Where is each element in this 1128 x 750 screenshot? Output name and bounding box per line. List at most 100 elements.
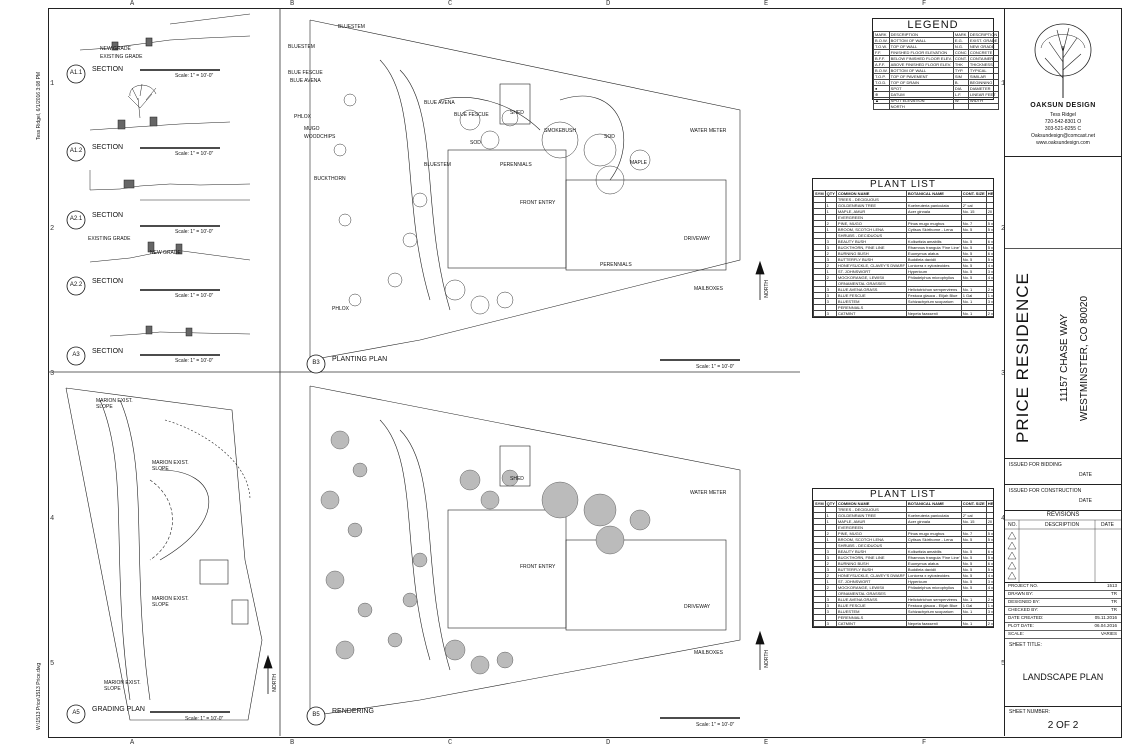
plant-list-header-cell: CONT. SIZE [960, 500, 987, 507]
legend-cell: MARK [952, 31, 969, 38]
plant-list-cell: No. 1 [960, 316, 987, 317]
project-meta-label: PROJECT NO. [1008, 583, 1039, 588]
plant-list-cell: 2 x 2 [985, 596, 993, 603]
plant-list-cell: Cytisus Skirthorne - Lena [905, 226, 962, 233]
label-sod-2: SOD [470, 140, 481, 146]
revisions-col-description: DESCRIPTION [1045, 522, 1080, 528]
plant-list-cell: 4 x 4 [985, 584, 993, 591]
firm-block: OAKSUN DESIGN Tess Ridgel 720-542-8301 O… [1005, 8, 1121, 157]
grid-row-2: 2 [50, 225, 55, 233]
sheet-title-label: SHEET TITLE: [1009, 642, 1042, 648]
detail-scale-b5: Scale: 1" = 10'-0" [696, 722, 735, 728]
project-meta-row: CHECKED BY:TR [1005, 606, 1121, 615]
plant-list-cell: 5 x 2 [985, 554, 993, 561]
label-mailboxes: MAILBOXES [694, 286, 723, 292]
grid-col-f-bottom: F [922, 739, 927, 747]
detail-id-a2-1: A2.1 [69, 216, 83, 222]
legend-cell: NEW GRADE [967, 43, 1000, 50]
plant-list-cell: 6 x 6 [985, 560, 993, 567]
legend-cell: B.O.W. [873, 37, 890, 44]
detail-scale-a1-1: Scale: 1" = 10'-0" [175, 73, 214, 79]
project-meta-row: DRAWN BY:TR [1005, 590, 1121, 599]
detail-title-a5: GRADING PLAN [92, 706, 145, 713]
plant-list-cell: 3 x 3 [985, 268, 993, 275]
grid-row-4-right: 4 [1001, 515, 1006, 523]
firm-name: OAKSUN DESIGN [1030, 102, 1096, 109]
plant-list-header-cell: HEIGHT [985, 190, 993, 197]
grid-col-b-bottom: B [290, 739, 295, 747]
grid-col-d: D [606, 0, 611, 8]
plant-list-cell: HONEYSUCKLE, CLAVEY'S DWARF [835, 572, 907, 579]
north-label-a5: NORTH [272, 674, 278, 692]
firm-person: Tess Ridgel [1050, 112, 1076, 118]
detail-title-b3: PLANTING PLAN [332, 356, 388, 363]
plant-list-cell: 5 x 5 [985, 530, 993, 537]
grid-col-a-bottom: A [130, 739, 135, 747]
plant-list-cell: 6 x 6 [985, 548, 993, 555]
label-driveway: DRIVEWAY [684, 236, 711, 242]
sheet-number-block: SHEET NUMBER: 2 OF 2 [1005, 706, 1121, 736]
grid-row-3-right: 3 [1001, 370, 1006, 378]
label-phlox: PHLOX [332, 306, 349, 312]
detail-title-a1-2: SECTION [92, 144, 124, 151]
firm-phone-2: 303-521-8255 C [1044, 126, 1082, 132]
detail-id-a1-1: A1.1 [69, 70, 83, 76]
project-meta-row: PLOT DATE:06.04.2016 [1005, 622, 1121, 631]
project-meta-value: TR [1111, 591, 1117, 596]
plant-list-header-cell: HEIGHT [985, 500, 993, 507]
plant-list-cell: 1 x 1 [985, 602, 993, 609]
project-address-1: 11157 CHASE WAY [1059, 314, 1070, 402]
issued-bidding-label: ISSUED FOR BIDDING [1009, 462, 1062, 468]
plant-list-cell: Helictotrichon sempervirens [905, 286, 962, 293]
grid-col-b: B [290, 0, 295, 8]
detail-scale-a2-2: Scale: 1" = 10'-0" [175, 293, 214, 299]
label-perennials: PERENNIALS [500, 162, 532, 168]
plant-list-cell: Cytisus Skirthorne - Lena [905, 536, 962, 543]
project-meta-label: DESIGNED BY: [1008, 599, 1040, 604]
legend-title: LEGEND [907, 19, 959, 31]
grid-row-1: 1 [50, 80, 55, 88]
project-meta-label: PLOT DATE: [1008, 623, 1034, 628]
plant-list-cell: 2 x 2 [985, 620, 993, 627]
plant-list-row: 3HUMMINGBIRD FLOWERZauschneria garrettii… [813, 316, 993, 317]
grid-col-f: F [922, 0, 927, 8]
plant-list-cell: Rhamnus frangula 'Fine Line' [905, 554, 962, 561]
north-label-b5: NORTH [764, 650, 770, 668]
grid-row-3: 3 [50, 370, 55, 378]
firm-website: www.oaksundesign.com [1036, 140, 1090, 146]
label-mailboxes-render: MAILBOXES [694, 650, 723, 656]
plant-list-cell: 4 x 4 [985, 262, 993, 269]
label-shed-render: SHED [510, 476, 524, 482]
label-existing-grade-2: EXISTING GRADE [88, 236, 131, 242]
detail-id-b3: B3 [312, 360, 320, 366]
legend-row: B.F.F.BELOW FINISHED FLOOR ELEV.CONT.CON… [873, 55, 1000, 62]
plant-list-cell: 3 x 2 [985, 298, 993, 305]
label-maple: MAPLE [630, 160, 647, 166]
plant-list-header-cell: SYM [813, 500, 826, 507]
legend-cell [952, 103, 969, 110]
label-water-meter: WATER METER [690, 128, 727, 134]
detail-id-a2-2: A2.2 [69, 282, 83, 288]
detail-id-a3: A3 [72, 352, 80, 358]
project-meta-value: 05.11.2016 [1094, 615, 1117, 620]
plant-list-cell: HUMMINGBIRD FLOWER [835, 316, 907, 317]
firm-phone-1: 720-542-8301 O [1044, 119, 1082, 125]
plant-list-cell: 5 x 2 [985, 244, 993, 251]
label-mugo: MUGO [304, 126, 320, 132]
detail-scale-a5: Scale: 1" = 10'-0" [185, 716, 224, 722]
plant-list-header-cell: QTY [824, 500, 837, 507]
label-slope-4: MARION EXIST. SLOPE [104, 680, 141, 692]
issued-construction-block: ISSUED FOR CONSTRUCTION DATE [1005, 484, 1121, 511]
plant-list-cell: Rhamnus frangula 'Fine Line' [905, 244, 962, 251]
